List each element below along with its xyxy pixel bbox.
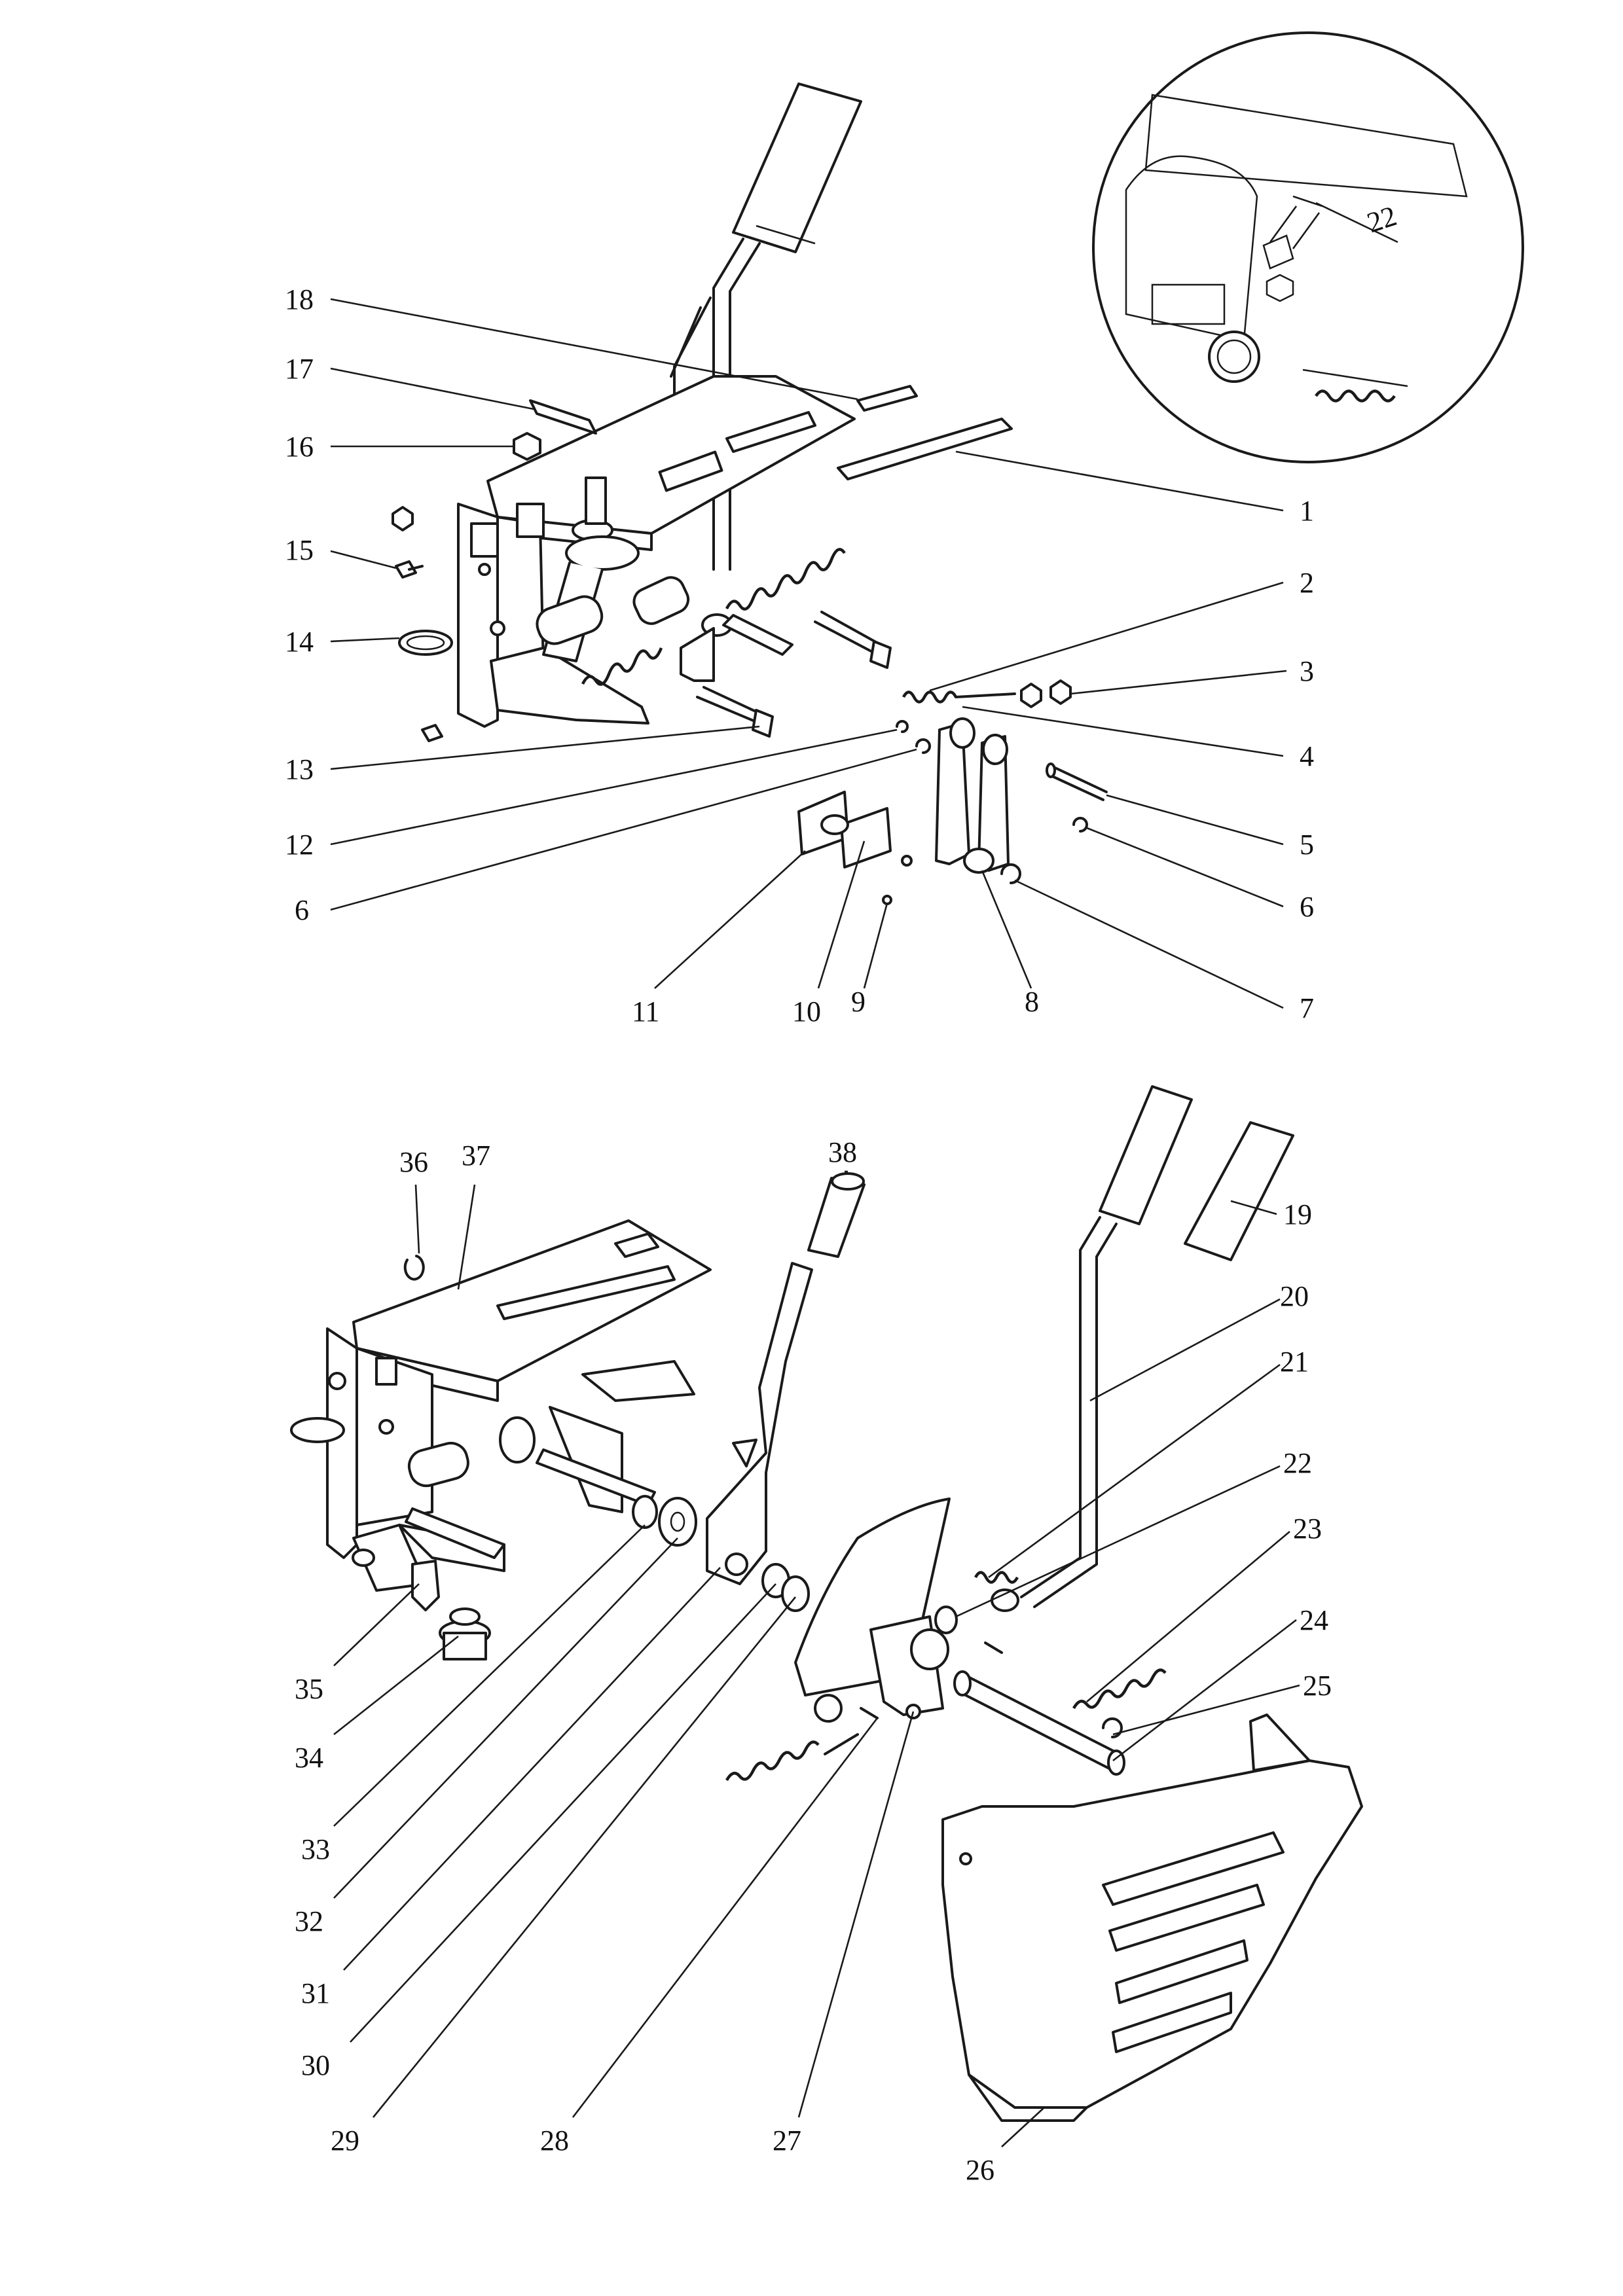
callout-9: 9 [851, 986, 866, 1018]
upper-bolt-long [814, 611, 892, 669]
callout-16: 16 [285, 431, 314, 463]
washer-29 [781, 1575, 810, 1612]
clip-12 [896, 720, 909, 733]
switch-34 [439, 1607, 491, 1660]
callout-18: 18 [285, 283, 314, 315]
lever-20 [991, 1085, 1193, 1612]
callout-38: 38 [828, 1136, 857, 1168]
callout-36: 36 [399, 1146, 428, 1178]
washer-22 [934, 1605, 958, 1634]
lower-bracket-37 [326, 1219, 712, 1592]
callout-37: 37 [462, 1139, 490, 1172]
callout-1: 1 [1300, 495, 1314, 527]
callout-32: 32 [295, 1905, 323, 1937]
callout-11: 11 [632, 996, 659, 1028]
callout-25: 25 [1303, 1670, 1332, 1702]
spring-23 [1072, 1668, 1167, 1710]
callout-22: 22 [1283, 1447, 1312, 1479]
clip-7 [1000, 863, 1021, 884]
detail-inset: 22 [1092, 31, 1524, 463]
nuts-3 [1020, 679, 1072, 708]
callout-2: 2 [1300, 567, 1314, 599]
pin-clip-22 [984, 1641, 1003, 1654]
cover-26 [941, 1713, 1363, 2122]
callout-28: 28 [540, 2125, 569, 2157]
ring-clip-14 [398, 630, 453, 656]
callout-17: 17 [285, 353, 314, 385]
callout-26: 26 [966, 2154, 994, 2186]
bolt-small-left [421, 724, 443, 742]
callout-21: 21 [1280, 1346, 1309, 1378]
upper-bracket-frame [457, 503, 649, 728]
link-arm-8 [935, 717, 1010, 874]
pin-9 [882, 855, 913, 905]
quadrant-27 [794, 1498, 951, 1723]
callout-33: 33 [301, 1833, 330, 1865]
shaft-24 [953, 1670, 1125, 1776]
pedal-lever-38 [706, 1172, 866, 1585]
callout-27: 27 [773, 2125, 801, 2157]
pin-5 [1046, 762, 1108, 801]
callout-7: 7 [1300, 992, 1314, 1024]
callout-29: 29 [331, 2125, 359, 2157]
callout-3: 3 [1300, 655, 1314, 687]
clip-25 [1102, 1717, 1123, 1738]
upper-pivot-assembly [536, 476, 846, 686]
pin-28-small [860, 1707, 879, 1719]
callout-4: 4 [1300, 740, 1314, 772]
clip-6-right [1072, 817, 1088, 833]
leader-lines [330, 298, 1300, 2147]
upper-assembly: 22 [392, 31, 1524, 905]
callout-14: 14 [285, 626, 314, 658]
callout-13: 13 [285, 753, 314, 785]
spring-28 [725, 1733, 859, 1782]
nut-16 [513, 432, 541, 461]
upper-lever-grip [732, 82, 862, 253]
callout-30: 30 [301, 2049, 330, 2081]
plate-18 [856, 385, 918, 412]
callout-6-left: 6 [295, 894, 309, 926]
callout-6-right: 6 [1300, 891, 1314, 923]
spring-21 [974, 1571, 1019, 1584]
callout-31: 31 [301, 1977, 330, 2009]
rail-1 [837, 418, 1013, 480]
callout-23: 23 [1293, 1513, 1322, 1545]
lower-assembly [290, 1085, 1363, 2122]
callout-10: 10 [792, 996, 821, 1028]
blocks-10-11 [797, 791, 892, 869]
washer-33 [632, 1495, 658, 1529]
washer-32 [658, 1497, 697, 1547]
callout-34: 34 [295, 1742, 323, 1774]
callout-15: 15 [285, 534, 314, 566]
callout-12: 12 [285, 829, 314, 861]
callout-8: 8 [1025, 986, 1039, 1018]
callout-19: 19 [1283, 1198, 1312, 1230]
callout-labels: 1 2 3 4 5 6 6 7 8 9 10 11 12 13 14 15 16… [285, 283, 1332, 2186]
nut-left [392, 506, 414, 531]
callout-5: 5 [1300, 829, 1314, 861]
callout-24: 24 [1300, 1604, 1328, 1636]
callout-35: 35 [295, 1673, 323, 1705]
bolt-15 [395, 560, 424, 579]
plate-17 [529, 399, 597, 435]
spring-2 [902, 691, 1016, 704]
clip-36 [403, 1255, 425, 1281]
upper-bolt-short [696, 686, 774, 738]
grip-19 [1184, 1121, 1294, 1261]
ring-clip-left [290, 1417, 345, 1443]
key-35 [411, 1560, 440, 1611]
clip-6-left [915, 738, 931, 754]
callout-20: 20 [1280, 1280, 1309, 1312]
